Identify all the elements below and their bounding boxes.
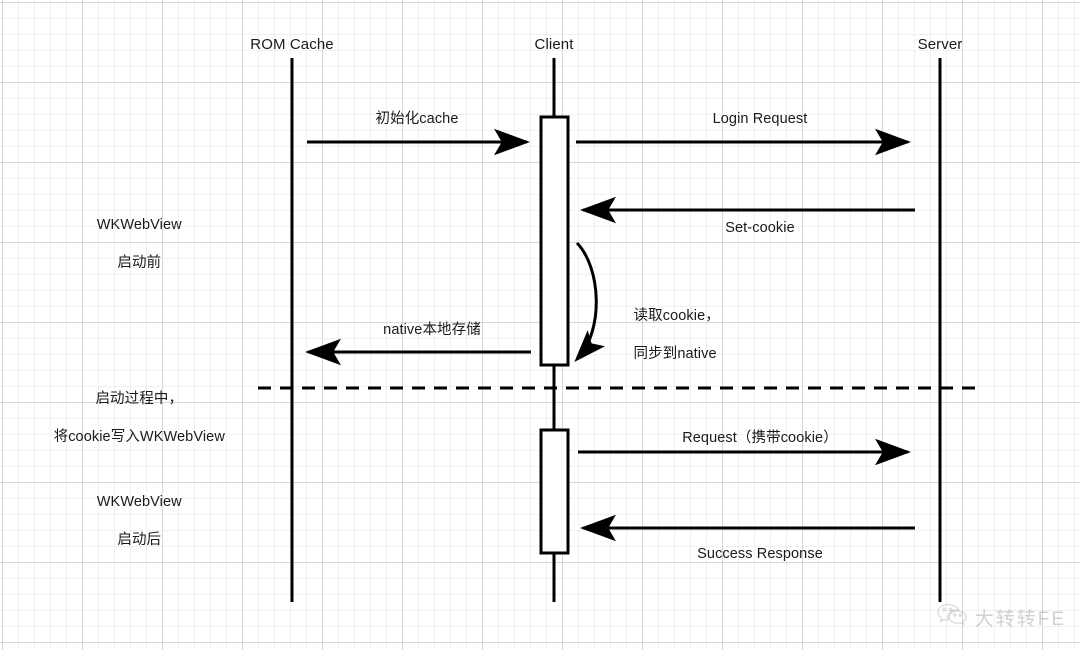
watermark-text: 大转转FE — [974, 609, 1066, 630]
message-label-init-cache: 初始化cache — [375, 111, 459, 127]
phase-label-before-line2: 启动前 — [117, 255, 162, 271]
message-label-read-cookie-sync: 读取cookie， 同步到native — [617, 288, 720, 383]
phase-label-during: 启动过程中， 将cookie写入WKWebView — [37, 371, 225, 466]
phase-label-after-line2: 启动后 — [117, 532, 162, 548]
message-label-success-response: Success Response — [697, 546, 823, 562]
lifeline-label-rom-cache: ROM Cache — [250, 36, 334, 53]
phase-label-during-line2: 将cookie写入WKWebView — [53, 429, 225, 445]
watermark: 大转转FE — [937, 603, 1066, 632]
phase-label-after-line1: WKWebView — [96, 494, 182, 510]
phase-label-before-line1: WKWebView — [96, 217, 182, 233]
message-arrow-read-cookie-sync — [574, 241, 606, 362]
wechat-icon — [937, 603, 967, 632]
message-label-native-storage: native本地存储 — [383, 322, 481, 338]
lifeline-label-server: Server — [917, 36, 963, 53]
phase-label-after: WKWebView 启动后 — [80, 474, 182, 569]
activation-box-client-2 — [539, 428, 570, 555]
message-label-read-cookie-sync-line1: 读取cookie， — [633, 308, 720, 324]
message-label-read-cookie-sync-line2: 同步到native — [633, 346, 717, 362]
message-label-set-cookie: Set-cookie — [725, 220, 795, 236]
activation-box-client-1 — [539, 115, 570, 367]
message-label-login-request: Login Request — [712, 111, 808, 127]
lifeline-label-client: Client — [534, 36, 574, 53]
phase-label-during-line1: 启动过程中， — [95, 391, 184, 407]
phase-label-before: WKWebView 启动前 — [80, 197, 182, 292]
message-label-request-with-cookie: Request（携带cookie） — [682, 430, 838, 446]
